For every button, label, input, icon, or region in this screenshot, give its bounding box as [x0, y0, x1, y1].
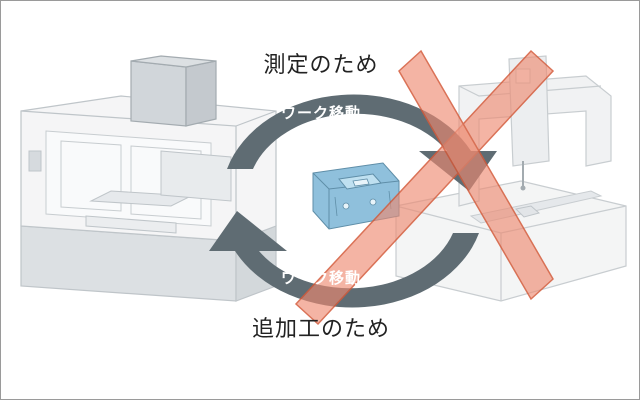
machining-center-icon [20, 55, 277, 302]
transfer-arrow-bottom [209, 211, 479, 308]
workpiece-transfer-label-bottom: ワーク移動 [280, 269, 361, 287]
additional-machining-purpose-label: 追加工のため [251, 317, 390, 342]
measurement-purpose-label: 測定のため [263, 53, 379, 78]
prohibited-cross-icon [294, 49, 555, 326]
workpiece-transfer-label-top: ワーク移動 [280, 104, 361, 122]
